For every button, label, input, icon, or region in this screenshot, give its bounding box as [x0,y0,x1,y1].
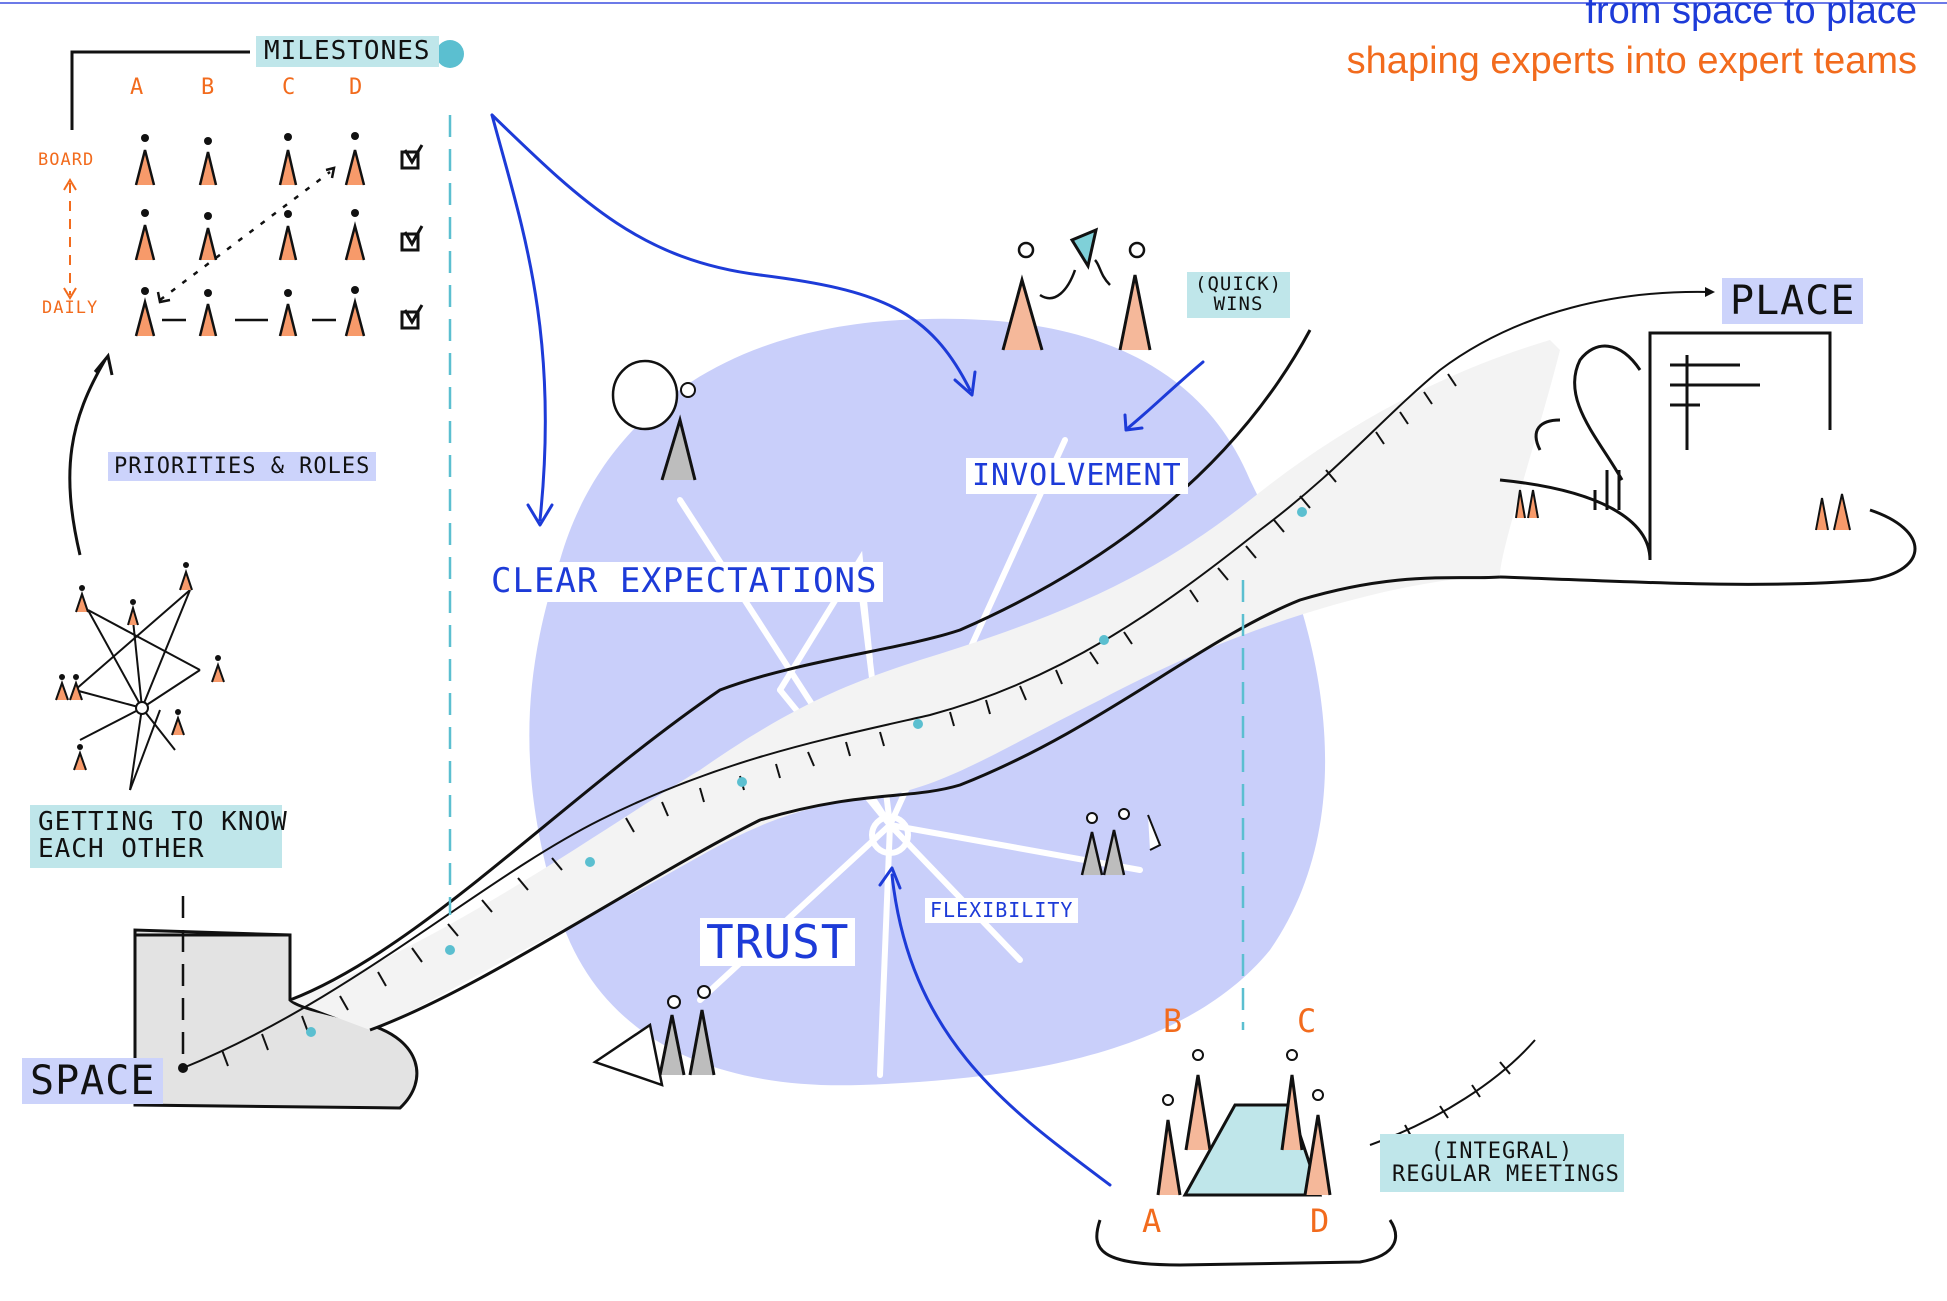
quick-wins-line-2: WINS [1213,292,1264,315]
space-building [133,933,290,940]
board-label: BOARD [38,150,95,170]
milestone-col-d: D [349,75,364,100]
place-building [1499,331,1917,586]
flexibility-label: FLEXIBILITY [925,898,1079,923]
space-label: SPACE [22,1058,164,1104]
meeting-track [1369,1039,1536,1146]
regular-meetings-line-2: REGULAR MEETINGS [1392,1162,1620,1188]
meeting-letter-a: A [1142,1202,1163,1240]
milestone-col-c: C [282,75,297,100]
trust-people [592,985,716,1087]
regular-meetings-label: (INTEGRAL) REGULAR MEETINGS [1380,1134,1624,1193]
arrowhead-involvement [953,370,977,397]
place-people [1515,489,1851,531]
meeting-letter-b: B [1163,1002,1184,1040]
milestone-dot [436,40,464,68]
quick-wins-line-1: (QUICK) [1195,273,1283,295]
road-fill [290,340,1560,1030]
arrowhead-flexibility [878,866,902,890]
arrowhead-quick-wins [1123,413,1144,432]
place-label: PLACE [1722,278,1864,324]
network-people [55,568,225,771]
milestone-col-b: B [201,75,216,100]
involvement-label: INVOLVEMENT [966,458,1188,494]
priorities-roles-label: PRIORITIES & ROLES [108,452,377,482]
milestone-col-a: A [130,75,145,100]
milestones-frame [70,50,250,130]
road-track [182,290,1711,1069]
network-heads [59,562,221,750]
milestones-figures [134,132,424,337]
road-start-dot [178,1063,188,1073]
meeting-letter-c: C [1297,1002,1318,1040]
title-line-2: shaping experts into expert teams [1346,40,1917,82]
title-line-1: from space to place [1585,0,1917,32]
getting-to-know-line-2: EACH OTHER [38,834,205,865]
clear-expectations-person [611,359,697,481]
clear-expectations-label: CLEAR EXPECTATIONS [485,562,884,602]
trust-knot [869,814,911,856]
regular-meetings-line-1: (INTEGRAL) [1430,1139,1574,1164]
getting-to-know-label: GETTING TO KNOW EACH OTHER [30,805,288,868]
road-bottom-edge [369,575,1501,1032]
trust-label: TRUST [700,918,856,966]
road-arrowhead [1705,287,1715,297]
road-ticks [221,373,1457,1067]
network-lines [74,589,201,791]
milestones-label: MILESTONES [256,36,439,68]
meeting-track-ticks [1404,1061,1511,1139]
meeting-group [1095,1049,1398,1267]
road-milestone-dots [306,507,1307,1037]
priorities-arrowhead [93,352,114,376]
arrowhead-clear-expectations [526,503,554,527]
daily-label: DAILY [42,298,99,318]
meeting-letter-d: D [1310,1202,1331,1240]
blue-arrows [490,113,1205,1187]
network-hub [135,701,149,715]
priorities-arrow [68,359,107,556]
flexibility-people [1080,808,1162,876]
getting-to-know-line-1: GETTING TO KNOW [38,807,288,837]
quick-wins-label: (QUICK) WINS [1187,272,1291,318]
quick-wins-people [1001,227,1152,351]
board-daily-arrow [63,178,77,300]
